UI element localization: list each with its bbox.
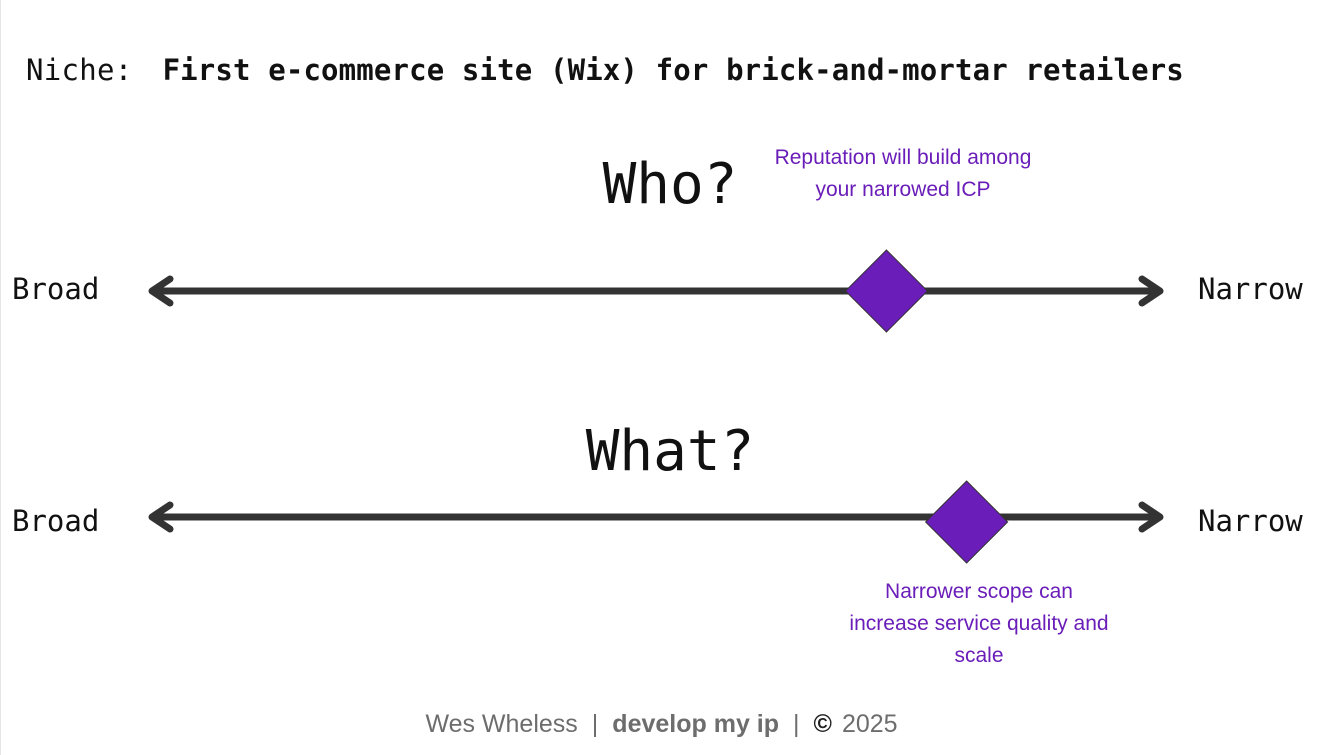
what-narrow-label: Narrow — [1198, 504, 1303, 538]
what-heading: What? — [585, 419, 755, 484]
niche-statement: Niche: First e-commerce site (Wix) for b… — [26, 50, 1184, 90]
left-border — [0, 0, 1, 755]
footer-brand: develop my ip — [612, 710, 780, 738]
who-position-marker — [844, 249, 929, 333]
who-broad-label: Broad — [12, 272, 100, 306]
footer: Wes Wheless | develop my ip | © 2025 — [0, 710, 1323, 739]
footer-separator: | — [793, 710, 800, 738]
what-left-arrowhead — [148, 501, 174, 533]
who-narrow-label: Narrow — [1198, 272, 1303, 306]
who-note: Reputation will build among your narrowe… — [774, 146, 1032, 201]
copyright-icon: © — [813, 710, 832, 738]
niche-label: Niche: — [26, 53, 133, 87]
who-left-arrowhead — [148, 275, 174, 307]
niche-value: First e-commerce site (Wix) for brick-an… — [162, 53, 1184, 87]
footer-author: Wes Wheless — [425, 710, 578, 738]
footer-separator: | — [591, 710, 599, 738]
what-right-arrowhead — [1138, 501, 1164, 533]
what-scale — [148, 480, 1164, 564]
who-right-arrowhead — [1138, 275, 1164, 307]
footer-year: 2025 — [841, 710, 898, 738]
what-broad-label: Broad — [12, 504, 100, 538]
who-scale — [148, 249, 1164, 333]
who-heading: Who? — [602, 152, 738, 217]
what-position-marker — [924, 480, 1009, 564]
what-note: Narrower scope can increase service qual… — [849, 580, 1109, 667]
